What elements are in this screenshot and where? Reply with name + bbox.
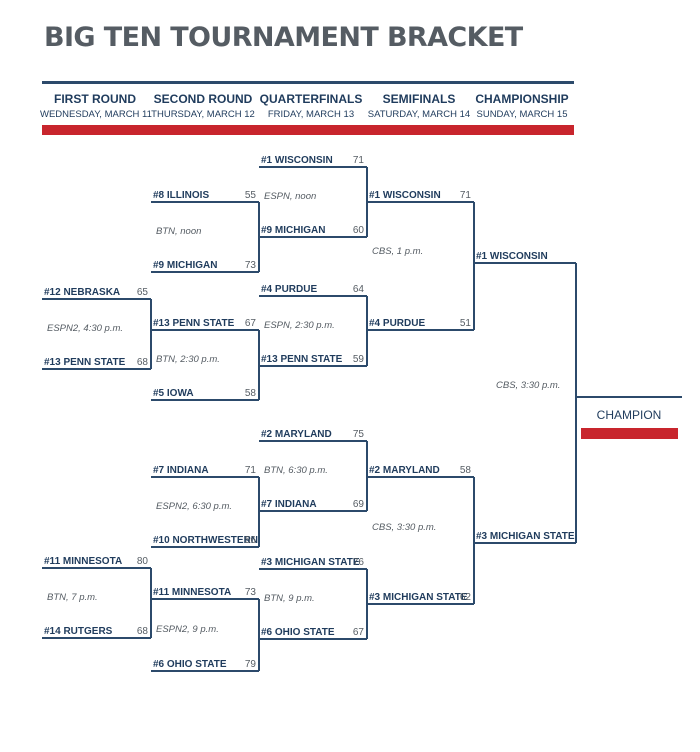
round-header-second: SECOND ROUND THURSDAY, MARCH 12 bbox=[148, 92, 258, 120]
team-name: #11 MINNESOTA bbox=[44, 556, 122, 567]
team-name: #13 PENN STATE bbox=[261, 354, 343, 365]
team-score: 64 bbox=[353, 284, 365, 295]
team-name: #13 PENN STATE bbox=[153, 318, 235, 329]
team-name: #10 NORTHWESTERN bbox=[153, 535, 258, 546]
team-score: 60 bbox=[353, 225, 365, 236]
page-title: BIG TEN TOURNAMENT BRACKET bbox=[44, 22, 523, 53]
round-header-quarterfinals: QUARTERFINALS FRIDAY, MARCH 13 bbox=[256, 92, 366, 120]
team-score: 71 bbox=[353, 155, 365, 166]
header-red-bar bbox=[42, 125, 574, 135]
tv-info: BTN, 6:30 p.m. bbox=[264, 465, 328, 476]
team-name: #6 OHIO STATE bbox=[153, 659, 227, 670]
team-score: 65 bbox=[137, 287, 149, 298]
team-score: 58 bbox=[460, 465, 472, 476]
tv-info: BTN, 9 p.m. bbox=[264, 593, 315, 604]
team-score: 56 bbox=[245, 535, 257, 546]
round-name: CHAMPIONSHIP bbox=[475, 92, 569, 106]
round-header-championship: CHAMPIONSHIP SUNDAY, MARCH 15 bbox=[467, 92, 577, 120]
bracket-labels: #12 NEBRASKA #13 PENN STATE 65 68 ESPN2, 4:3… bbox=[44, 155, 575, 670]
team-score: 68 bbox=[137, 626, 149, 637]
tv-info: BTN, 7 p.m. bbox=[47, 592, 98, 603]
team-score: 80 bbox=[137, 556, 149, 567]
header-top-rule bbox=[42, 81, 574, 84]
team-score: 73 bbox=[245, 260, 257, 271]
team-name: #6 OHIO STATE bbox=[261, 627, 335, 638]
tv-info: ESPN, 2:30 p.m. bbox=[264, 320, 335, 331]
tv-info: ESPN2, 4:30 p.m. bbox=[47, 323, 123, 334]
round-date: WEDNESDAY, MARCH 11 bbox=[40, 109, 152, 120]
team-name: #3 MICHIGAN STATE bbox=[369, 592, 468, 603]
team-score: 59 bbox=[353, 354, 365, 365]
round-date: FRIDAY, MARCH 13 bbox=[267, 109, 355, 120]
team-score: 58 bbox=[245, 388, 257, 399]
team-name: #4 PURDUE bbox=[261, 284, 317, 295]
round-date: SATURDAY, MARCH 14 bbox=[367, 109, 471, 120]
team-score: 69 bbox=[353, 499, 365, 510]
tv-info: ESPN2, 6:30 p.m. bbox=[156, 501, 232, 512]
champion-box: CHAMPION bbox=[581, 408, 678, 439]
team-score: 76 bbox=[353, 557, 365, 568]
team-name: #8 ILLINOIS bbox=[153, 190, 209, 201]
team-score: 75 bbox=[353, 429, 365, 440]
round-header-first: FIRST ROUND WEDNESDAY, MARCH 11 bbox=[40, 92, 152, 120]
round-name: FIRST ROUND bbox=[54, 92, 136, 106]
champion-label: CHAMPION bbox=[597, 408, 662, 422]
team-name: #3 MICHIGAN STATE bbox=[261, 557, 360, 568]
team-name: #4 PURDUE bbox=[369, 318, 425, 329]
team-name: #2 MARYLAND bbox=[261, 429, 332, 440]
team-score: 73 bbox=[245, 587, 257, 598]
team-score: 51 bbox=[460, 318, 472, 329]
team-name: #13 PENN STATE bbox=[44, 357, 126, 368]
team-score: 68 bbox=[137, 357, 149, 368]
team-name: #12 NEBRASKA bbox=[44, 287, 120, 298]
team-name: #7 INDIANA bbox=[153, 465, 209, 476]
team-name: #1 WISCONSIN bbox=[261, 155, 333, 166]
team-name: #9 MICHIGAN bbox=[261, 225, 325, 236]
champion-red-bar bbox=[581, 428, 678, 439]
team-name: #1 WISCONSIN bbox=[476, 251, 548, 262]
team-score: 79 bbox=[245, 659, 257, 670]
bracket-lines bbox=[42, 166, 682, 672]
team-score: 71 bbox=[245, 465, 257, 476]
round-name: QUARTERFINALS bbox=[259, 92, 363, 106]
team-name: #2 MARYLAND bbox=[369, 465, 440, 476]
tv-info: BTN, 2:30 p.m. bbox=[156, 354, 220, 365]
team-name: #11 MINNESOTA bbox=[153, 587, 231, 598]
round-name: SECOND ROUND bbox=[153, 92, 253, 106]
team-name: #3 MICHIGAN STATE bbox=[476, 531, 575, 542]
team-score: 62 bbox=[460, 592, 472, 603]
team-name: #14 RUTGERS bbox=[44, 626, 113, 637]
tv-info: CBS, 3:30 p.m. bbox=[496, 380, 560, 391]
team-score: 67 bbox=[353, 627, 365, 638]
team-name: #9 MICHIGAN bbox=[153, 260, 217, 271]
round-date: THURSDAY, MARCH 12 bbox=[151, 109, 255, 120]
team-score: 71 bbox=[460, 190, 472, 201]
team-name: #5 IOWA bbox=[153, 388, 194, 399]
tv-info: CBS, 1 p.m. bbox=[372, 246, 423, 257]
tv-info: ESPN, noon bbox=[264, 191, 316, 202]
tv-info: BTN, noon bbox=[156, 226, 201, 237]
tv-info: ESPN2, 9 p.m. bbox=[156, 624, 219, 635]
round-header-semifinals: SEMIFINALS SATURDAY, MARCH 14 bbox=[364, 92, 474, 120]
round-name: SEMIFINALS bbox=[382, 92, 456, 106]
round-date: SUNDAY, MARCH 15 bbox=[476, 109, 568, 120]
team-name: #7 INDIANA bbox=[261, 499, 317, 510]
team-name: #1 WISCONSIN bbox=[369, 190, 441, 201]
tv-info: CBS, 3:30 p.m. bbox=[372, 522, 436, 533]
team-score: 55 bbox=[245, 190, 257, 201]
team-score: 67 bbox=[245, 318, 257, 329]
